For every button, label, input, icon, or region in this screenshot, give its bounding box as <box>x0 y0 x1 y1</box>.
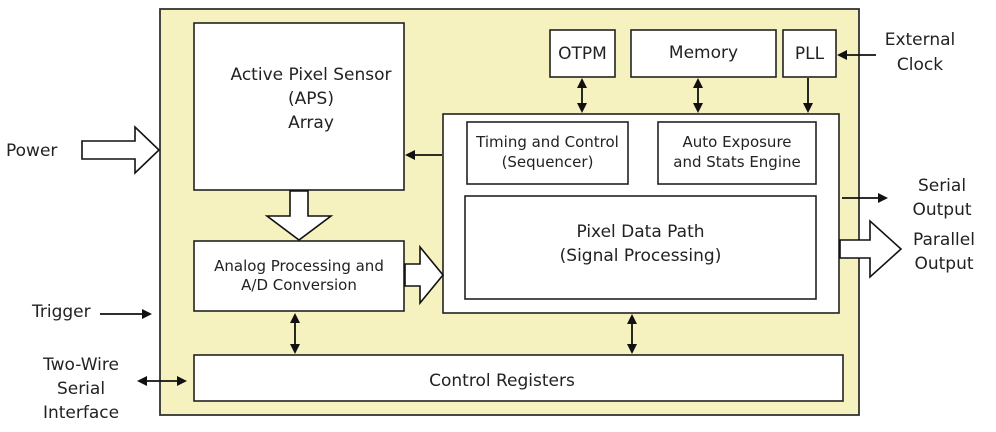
memory-block <box>630 29 777 78</box>
external-clock-head <box>837 50 847 60</box>
auto-exposure-label-1: Auto Exposure <box>682 133 791 151</box>
pixel-path-label-2: (Signal Processing) <box>560 246 722 266</box>
parallel-output-label-1: Parallel <box>913 230 975 250</box>
memory-link-head-up <box>693 78 703 88</box>
memory-link-head-down <box>693 103 703 113</box>
trigger-label: Trigger <box>31 302 91 322</box>
processing-to-aps-head <box>405 150 415 160</box>
aps-block <box>193 22 405 191</box>
processing-registers-head-down <box>627 344 637 354</box>
aps-label-3: Array <box>288 113 334 133</box>
auto-exposure-label-2: and Stats Engine <box>673 153 800 171</box>
two-wire-label-1: Two-Wire <box>42 355 119 375</box>
two-wire-label-3: Interface <box>43 403 119 423</box>
pll-block <box>782 29 837 78</box>
aps-to-analog-arrow <box>264 190 334 241</box>
external-clock-label-1: External <box>885 30 956 50</box>
two-wire-label-2: Serial <box>57 379 105 399</box>
auto-exposure-block <box>657 121 817 185</box>
pixel-data-path-block <box>464 195 817 300</box>
parallel-output-arrow <box>839 219 903 279</box>
otpm-block <box>549 29 616 78</box>
analog-to-processing-arrow <box>404 244 445 306</box>
memory-label: Memory <box>669 43 738 63</box>
analog-label-1: Analog Processing and <box>214 257 384 275</box>
serial-output-label-1: Serial <box>918 176 966 196</box>
pll-label: PLL <box>795 44 825 64</box>
aps-label-2: (APS) <box>288 89 334 109</box>
otpm-label: OTPM <box>558 44 607 64</box>
analog-label-2: A/D Conversion <box>241 276 357 294</box>
pll-link-head-down <box>803 103 813 113</box>
two-wire-head-left <box>137 376 147 386</box>
analog-processing-block <box>193 240 405 312</box>
analog-registers-head-down <box>290 344 300 354</box>
pixel-path-label-1: Pixel Data Path <box>576 222 704 242</box>
otpm-link-head-up <box>577 78 587 88</box>
otpm-link-head-down <box>577 103 587 113</box>
control-registers-label: Control Registers <box>429 371 575 391</box>
power-arrow <box>81 125 161 175</box>
timing-control-block <box>466 121 629 185</box>
power-label: Power <box>6 141 57 161</box>
control-registers-block <box>193 354 844 402</box>
timing-label-2: (Sequencer) <box>502 153 594 171</box>
serial-output-label-2: Output <box>912 200 971 220</box>
aps-label-1: Active Pixel Sensor <box>231 65 392 85</box>
external-clock-label-2: Clock <box>897 55 943 75</box>
serial-output-head <box>878 193 888 203</box>
processing-registers-head-up <box>627 314 637 324</box>
analog-registers-head-up <box>290 313 300 323</box>
parallel-output-label-2: Output <box>914 254 973 274</box>
two-wire-head-right <box>177 376 187 386</box>
timing-label-1: Timing and Control <box>475 133 619 151</box>
trigger-head <box>142 309 152 319</box>
